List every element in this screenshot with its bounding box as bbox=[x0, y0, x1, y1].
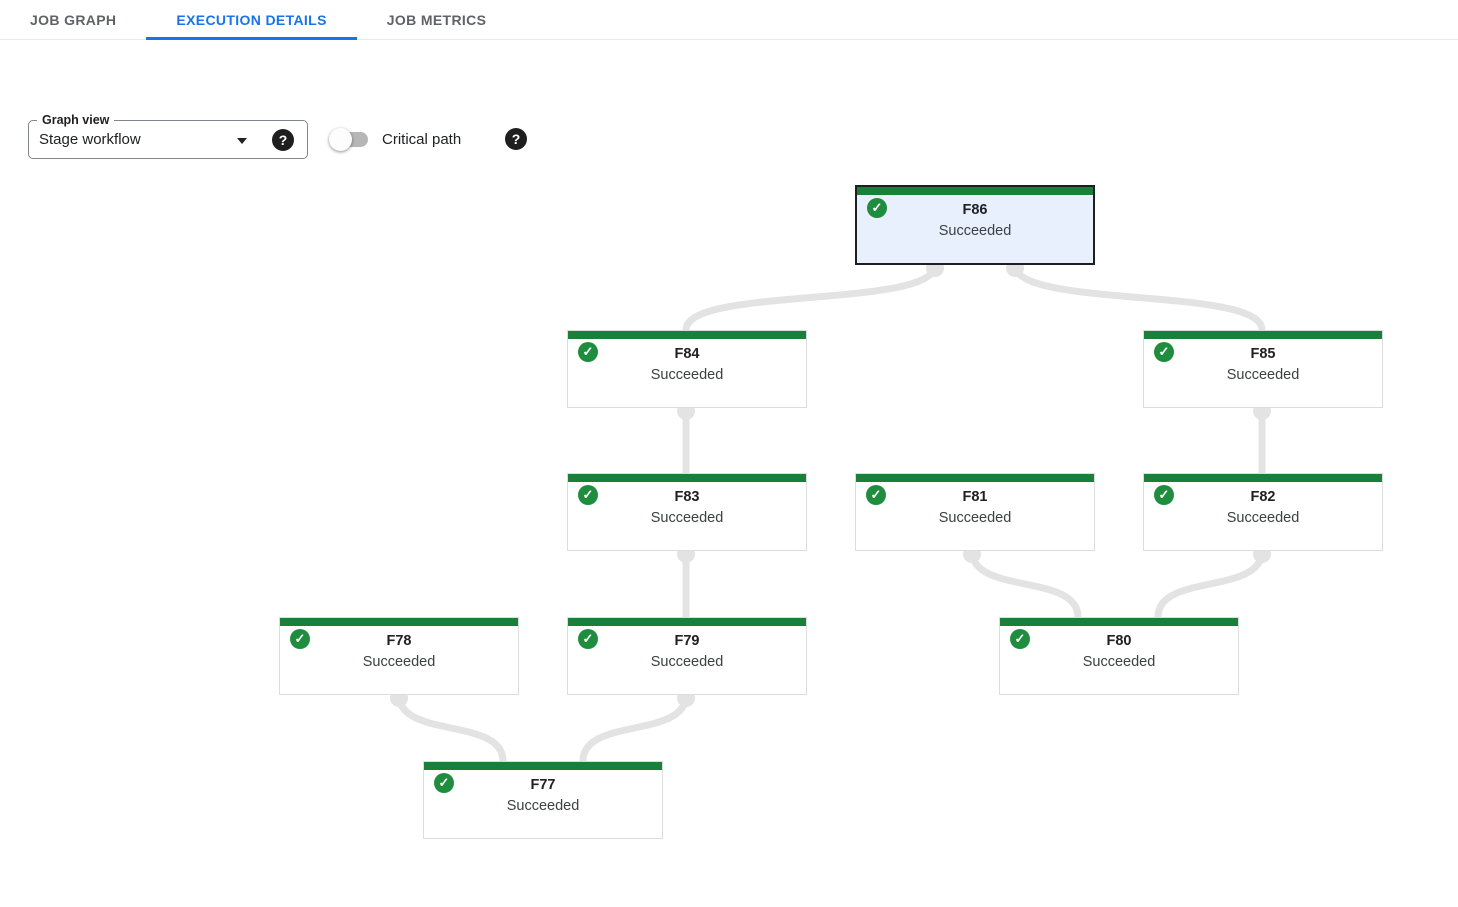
check-circle-icon: ✓ bbox=[578, 629, 598, 649]
tab-label: JOB GRAPH bbox=[30, 11, 117, 28]
node-status-bar bbox=[857, 187, 1093, 195]
graph-view-field-label: Graph view bbox=[37, 112, 115, 128]
node-status-bar bbox=[856, 474, 1094, 482]
check-circle-icon: ✓ bbox=[1154, 485, 1174, 505]
critical-path-toggle[interactable] bbox=[329, 127, 368, 151]
node-title: F80 bbox=[1106, 633, 1132, 649]
node-status-bar bbox=[1000, 618, 1238, 626]
node-status: Succeeded bbox=[650, 654, 724, 670]
critical-path-help-icon[interactable]: ? bbox=[505, 128, 527, 150]
node-status: Succeeded bbox=[506, 798, 580, 814]
tab-bar: JOB GRAPH EXECUTION DETAILS JOB METRICS bbox=[0, 0, 1458, 40]
check-circle-icon: ✓ bbox=[434, 773, 454, 793]
node-status-bar bbox=[280, 618, 518, 626]
stage-node-f79[interactable]: ✓ F79 Succeeded bbox=[567, 617, 807, 695]
node-status-bar bbox=[568, 618, 806, 626]
check-circle-icon: ✓ bbox=[1010, 629, 1030, 649]
tab-label: JOB METRICS bbox=[386, 11, 487, 28]
node-title: F79 bbox=[674, 633, 700, 649]
stage-node-f86[interactable]: ✓ F86 Succeeded bbox=[855, 185, 1095, 265]
node-title: F81 bbox=[962, 489, 988, 505]
node-title: F78 bbox=[386, 633, 412, 649]
stage-node-f77[interactable]: ✓ F77 Succeeded bbox=[423, 761, 663, 839]
stage-node-f78[interactable]: ✓ F78 Succeeded bbox=[279, 617, 519, 695]
check-circle-icon: ✓ bbox=[866, 485, 886, 505]
check-circle-icon: ✓ bbox=[1154, 342, 1174, 362]
node-title: F83 bbox=[674, 489, 700, 505]
check-circle-icon: ✓ bbox=[578, 342, 598, 362]
node-status: Succeeded bbox=[1226, 510, 1300, 526]
node-status: Succeeded bbox=[1082, 654, 1156, 670]
node-status-bar bbox=[568, 331, 806, 339]
stage-node-f82[interactable]: ✓ F82 Succeeded bbox=[1143, 473, 1383, 551]
node-status: Succeeded bbox=[362, 654, 436, 670]
node-status-bar bbox=[1144, 331, 1382, 339]
tab-job-metrics[interactable]: JOB METRICS bbox=[357, 0, 517, 39]
node-status: Succeeded bbox=[938, 510, 1012, 526]
node-status-bar bbox=[568, 474, 806, 482]
check-circle-icon: ✓ bbox=[290, 629, 310, 649]
tab-label: EXECUTION DETAILS bbox=[176, 11, 327, 28]
node-title: F84 bbox=[674, 346, 700, 362]
stage-node-f83[interactable]: ✓ F83 Succeeded bbox=[567, 473, 807, 551]
node-status-bar bbox=[1144, 474, 1382, 482]
critical-path-label: Critical path bbox=[382, 130, 462, 148]
dropdown-caret-icon[interactable] bbox=[237, 138, 247, 144]
node-status: Succeeded bbox=[1226, 367, 1300, 383]
check-circle-icon: ✓ bbox=[867, 198, 887, 218]
stage-node-f85[interactable]: ✓ F85 Succeeded bbox=[1143, 330, 1383, 408]
stage-node-f81[interactable]: ✓ F81 Succeeded bbox=[855, 473, 1095, 551]
node-status: Succeeded bbox=[650, 510, 724, 526]
graph-view-select[interactable]: Graph view Stage workflow ? bbox=[28, 112, 308, 159]
node-title: F86 bbox=[962, 202, 988, 218]
node-title: F85 bbox=[1250, 346, 1276, 362]
node-title: F82 bbox=[1250, 489, 1276, 505]
node-status: Succeeded bbox=[650, 367, 724, 383]
tab-execution-details[interactable]: EXECUTION DETAILS bbox=[146, 0, 358, 40]
critical-path-control: Critical path bbox=[329, 120, 462, 158]
graph-view-selected-value: Stage workflow bbox=[39, 131, 141, 148]
toggle-knob[interactable] bbox=[329, 127, 352, 151]
node-title: F77 bbox=[530, 777, 556, 793]
node-status-bar bbox=[424, 762, 662, 770]
check-circle-icon: ✓ bbox=[578, 485, 598, 505]
graph-controls: Graph view Stage workflow ? Critical pat… bbox=[0, 40, 1458, 159]
node-status: Succeeded bbox=[938, 223, 1012, 239]
stage-node-f80[interactable]: ✓ F80 Succeeded bbox=[999, 617, 1239, 695]
graph-view-help-icon[interactable]: ? bbox=[272, 129, 294, 151]
tab-job-graph[interactable]: JOB GRAPH bbox=[0, 0, 146, 39]
stage-node-f84[interactable]: ✓ F84 Succeeded bbox=[567, 330, 807, 408]
